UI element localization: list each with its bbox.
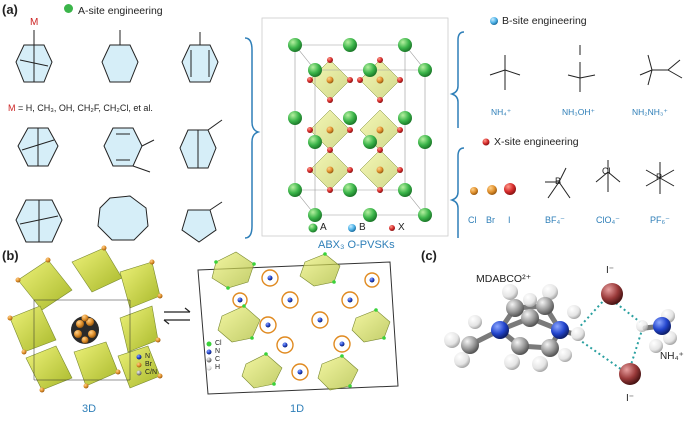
x-site-bracket [449, 147, 465, 238]
legend-1d-c-label: C [215, 356, 221, 363]
legend-3d-br-label: Br [145, 361, 152, 368]
halide-cl-sphere [470, 187, 478, 195]
panel-label-b: (b) [2, 248, 19, 263]
b-cation-nh2nh3: NH₂NH₃⁺ [632, 107, 668, 117]
iodide-top-label: I⁻ [606, 265, 615, 276]
x-site-dot [482, 138, 490, 146]
equilibrium-arrows [163, 307, 191, 325]
clo4-center-atom: Cl [602, 166, 611, 176]
b-cation-bonds [489, 45, 683, 92]
a-site-molecules [15, 30, 223, 243]
legend-3d-cn-label: C/N [145, 369, 158, 376]
mdabco-structure [15, 30, 53, 83]
azepanium-structure [97, 195, 149, 241]
halide-cl: Cl [468, 215, 477, 225]
legend-1d-c-dot [206, 357, 212, 363]
a-site-title: A-site engineering [78, 5, 163, 17]
legend-b-dot [348, 224, 356, 232]
bf4-center-atom: B [555, 176, 562, 186]
panel-label-a: (a) [2, 2, 18, 17]
m-definition: M = H, CH₃, OH, CH₂F, CH₂Cl, et al. [8, 103, 153, 113]
hexamine-structure [17, 127, 59, 167]
b-site-title: B-site engineering [502, 15, 587, 27]
halide-i: I [508, 215, 511, 225]
a-site-dot [64, 4, 76, 14]
anion-bf4: BF₄⁻ [545, 215, 565, 225]
iodide-bottom-sphere [619, 363, 641, 385]
bicyclic-diamine-structure [15, 199, 63, 243]
b-cation-nh4: NH₄⁺ [491, 107, 512, 117]
b-site-bracket [449, 31, 465, 128]
organic-cluster [71, 314, 99, 344]
legend-a-label: A [320, 222, 327, 233]
legend-b-label: B [359, 222, 366, 233]
phenylenediammonium-structure [103, 127, 155, 173]
halide-i-sphere [504, 183, 516, 195]
pyrrolidinium-structure [181, 201, 223, 243]
halide-br: Br [486, 215, 495, 225]
cube-caption: ABX₃ O-PVSKs [318, 239, 395, 251]
quinuclidinium-structure [179, 119, 223, 169]
legend-x-label: X [398, 222, 405, 233]
b-site-dot [490, 17, 498, 25]
legend-1d-cl-dot [206, 341, 212, 347]
anion-pf6: PF₆⁻ [650, 215, 670, 225]
framework-1d [197, 251, 399, 395]
legend-3d-cn-dot [136, 370, 142, 376]
m-substituent-label: M [30, 17, 39, 28]
legend-1d-h-dot [206, 365, 212, 371]
label-1d: 1D [290, 403, 305, 415]
legend-a-dot [308, 223, 318, 233]
iodide-bottom-label: I⁻ [626, 393, 635, 404]
perovskite-cube [261, 17, 449, 237]
label-3d: 3D [82, 403, 97, 415]
ammonium-label: NH₄⁺ [660, 351, 684, 362]
pf6-center-atom: P [656, 172, 663, 182]
legend-x-dot [389, 225, 395, 231]
panel-label-c: (c) [421, 248, 437, 263]
legend-3d-n-label: N [145, 353, 151, 360]
legend-1d-cl-label: Cl [215, 340, 222, 347]
anion-clo4: ClO₄⁻ [596, 215, 620, 225]
hydrogen-bond-model [444, 283, 677, 385]
framework-3d [7, 245, 163, 393]
x-site-title: X-site engineering [494, 136, 579, 148]
x-anion-bonds [545, 160, 675, 199]
legend-3d-n-dot [136, 354, 142, 360]
mdabco-label: MDABCO²⁺ [476, 273, 532, 285]
piperidinium-structure [101, 30, 139, 83]
pyridinium-structure [181, 32, 219, 83]
b-cation-nh3oh: NH₃OH⁺ [562, 107, 595, 117]
legend-3d-br-dot [136, 362, 142, 368]
legend-1d-h-label: H [215, 364, 221, 371]
a-site-bracket [244, 37, 261, 239]
iodide-top-sphere [601, 283, 623, 305]
legend-1d-n-dot [206, 349, 212, 355]
halide-br-sphere [487, 185, 497, 195]
legend-1d-n-label: N [215, 348, 221, 355]
